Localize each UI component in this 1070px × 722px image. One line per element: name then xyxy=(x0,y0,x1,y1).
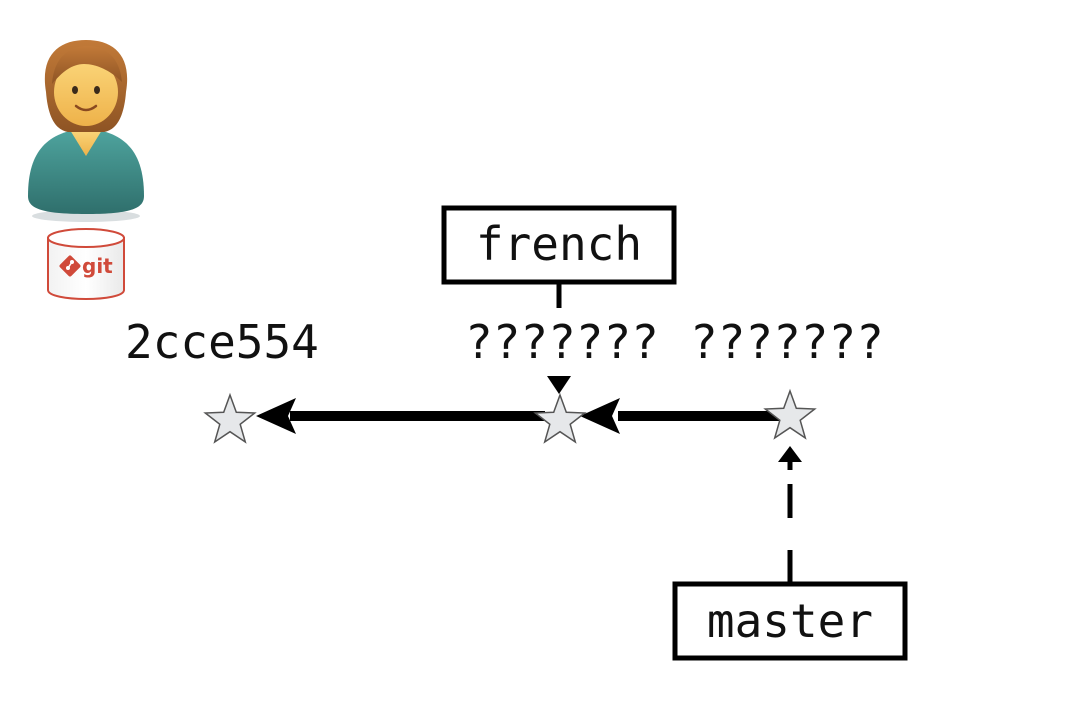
commit-node-2[interactable] xyxy=(763,388,817,440)
git-database-icon: git xyxy=(47,228,125,300)
branch-box xyxy=(672,581,908,661)
commit-link-1-to-0 xyxy=(256,398,545,434)
branch-pointer-french xyxy=(547,282,571,394)
branch-french[interactable]: french xyxy=(441,205,677,285)
commit-star-icon xyxy=(533,392,587,444)
git-label: git xyxy=(82,254,113,278)
commit-star-icon xyxy=(203,392,257,444)
branch-master[interactable]: master xyxy=(672,581,908,661)
commit-link-2-to-1 xyxy=(580,398,780,434)
commit-id-label: 2cce554 xyxy=(125,315,319,369)
branch-name-label: master xyxy=(707,594,873,648)
commit-node-1[interactable] xyxy=(533,392,587,444)
branch-pointer-master xyxy=(778,446,802,582)
commit-id-label: ??????? xyxy=(690,315,884,369)
branch-name-label: french xyxy=(476,217,642,271)
user-avatar-icon xyxy=(28,40,144,222)
commit-star-icon xyxy=(763,388,817,440)
commit-id-label: ??????? xyxy=(465,315,659,369)
commit-node-0[interactable] xyxy=(203,392,257,444)
